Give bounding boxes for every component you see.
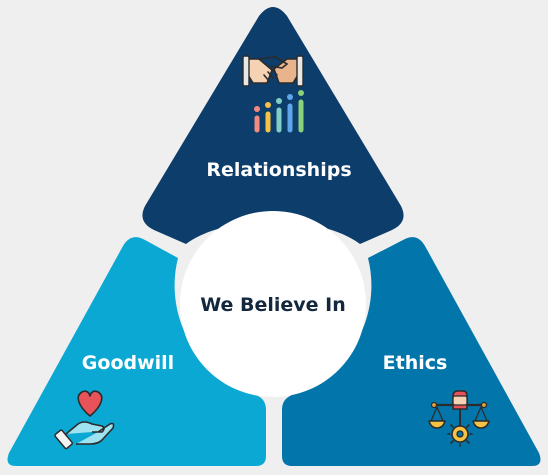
heart-in-hand-icon bbox=[54, 390, 115, 450]
segment-goodwill-shape bbox=[7, 237, 266, 466]
segment-label-goodwill: Goodwill bbox=[82, 352, 174, 374]
growth-bars-icon bbox=[254, 90, 304, 133]
handshake-icon bbox=[242, 55, 304, 87]
center-badge: We Believe In bbox=[180, 211, 366, 397]
segment-relationships-shape bbox=[142, 7, 404, 244]
center-circle bbox=[180, 211, 366, 397]
segment-ethics: Ethics bbox=[282, 237, 541, 466]
segment-label-relationships: Relationships bbox=[206, 159, 351, 181]
segment-goodwill: Goodwill bbox=[7, 237, 266, 466]
justice-scale-icon bbox=[428, 390, 490, 447]
center-label: We Believe In bbox=[200, 294, 346, 316]
segment-relationships: Relationships bbox=[142, 7, 404, 244]
segment-label-ethics: Ethics bbox=[383, 352, 448, 374]
segment-ethics-shape bbox=[282, 237, 541, 466]
